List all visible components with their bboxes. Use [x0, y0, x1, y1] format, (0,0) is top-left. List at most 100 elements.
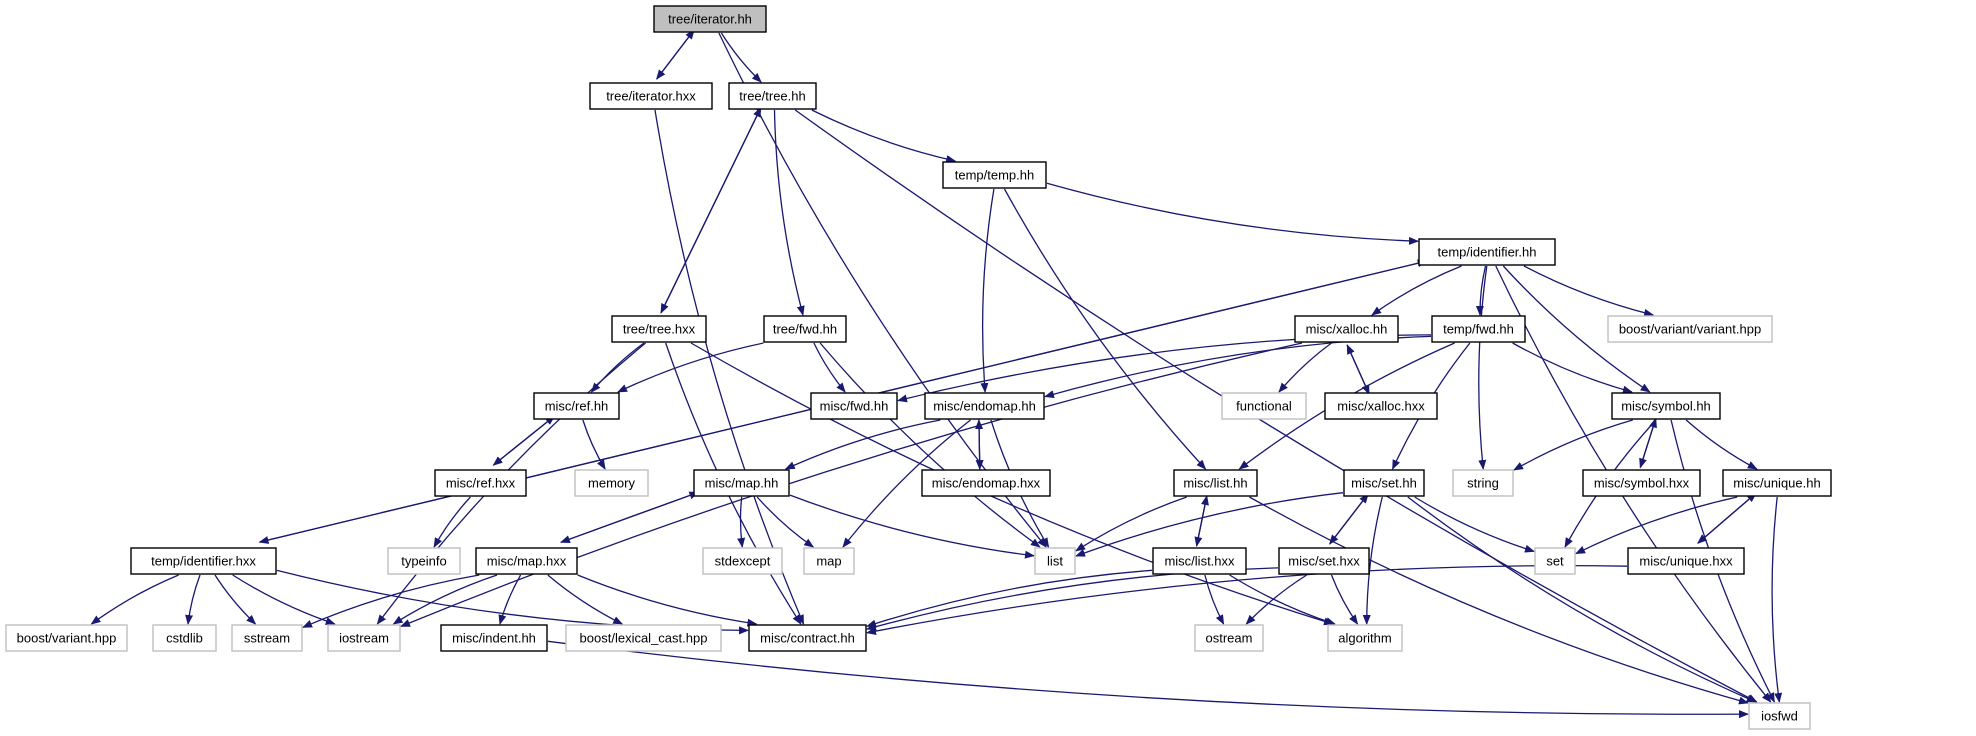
edge-misc_set_hh-to-iosfwd [1407, 496, 1757, 703]
node-label: misc/xalloc.hh [1306, 322, 1388, 337]
node-box [1278, 547, 1370, 575]
node-temp-identifier-hxx[interactable]: temp/identifier.hxx [130, 547, 277, 575]
node-box [1221, 392, 1307, 420]
edge-misc_map_hh-to-map [756, 496, 815, 548]
node-label: misc/endomap.hxx [932, 476, 1041, 491]
node-label: stdexcept [715, 554, 771, 569]
node-tree-tree-hxx[interactable]: tree/tree.hxx [611, 315, 707, 343]
node-box [1611, 392, 1721, 420]
node-misc-set-hh[interactable]: misc/set.hh [1343, 469, 1425, 497]
node-box [1607, 315, 1773, 343]
edge-misc_map_hxx-to-sstream [302, 574, 480, 628]
node-misc-list-hh[interactable]: misc/list.hh [1173, 469, 1258, 497]
node-misc-symbol-hxx[interactable]: misc/symbol.hxx [1582, 469, 1701, 497]
edge-temp_identifier_hh-to-misc_symbol_hh [1502, 265, 1651, 393]
node-box [1034, 547, 1076, 575]
node-label: iosfwd [1761, 709, 1798, 724]
node-temp-temp-hh[interactable]: temp/temp.hh [942, 161, 1047, 189]
node-label: string [1467, 476, 1499, 491]
node-label: misc/list.hh [1183, 476, 1247, 491]
node-label: misc/map.hxx [487, 554, 567, 569]
node-label: boost/variant.hpp [17, 631, 117, 646]
node-map: map [803, 547, 855, 575]
node-label: sstream [244, 631, 290, 646]
node-typeinfo: typeinfo [387, 547, 461, 575]
node-label: temp/fwd.hh [1443, 322, 1514, 337]
node-tree-fwd-hh[interactable]: tree/fwd.hh [763, 315, 847, 343]
node-boost-lexical-cast-hpp: boost/lexical_cast.hpp [565, 624, 722, 652]
edge-misc_set_hh-to-list [1075, 492, 1344, 557]
node-box [1722, 469, 1832, 497]
node-label: misc/set.hh [1351, 476, 1417, 491]
node-misc-xalloc-hxx[interactable]: misc/xalloc.hxx [1324, 392, 1438, 420]
edge-temp_fwd_hh-to-misc_endomap_hh [1044, 335, 1432, 399]
node-sstream: sstream [231, 624, 303, 652]
nodes-layer: tree/iterator.hh tree/iterator.hxx tree/tr… [5, 5, 1832, 730]
node-box [611, 315, 707, 343]
edge-misc_endomap_hh-to-misc_map_hh [784, 419, 941, 470]
edge-misc_endomap_hh-to-map [842, 419, 971, 548]
node-box [1294, 315, 1399, 343]
node-box [1194, 624, 1264, 652]
edge-temp_identifier_hh-to-temp_fwd_hh [1475, 265, 1487, 316]
node-misc-endomap-hxx[interactable]: misc/endomap.hxx [921, 469, 1051, 497]
edge-tree_tree_hh-to-iosfwd [794, 109, 1758, 703]
node-label: misc/ref.hh [545, 399, 609, 414]
node-misc-ref-hxx[interactable]: misc/ref.hxx [434, 469, 527, 497]
node-misc-unique-hxx[interactable]: misc/unique.hxx [1627, 547, 1745, 575]
node-label: misc/symbol.hxx [1594, 476, 1690, 491]
node-misc-list-hxx[interactable]: misc/list.hxx [1152, 547, 1247, 575]
edge-tree_tree_hxx-to-misc_ref_hh [590, 342, 645, 393]
node-box [231, 624, 303, 652]
node-tree-iterator-hxx[interactable]: tree/iterator.hxx [589, 82, 713, 110]
edge-misc_xalloc_hh-to-iostream [400, 342, 1303, 628]
node-box [1431, 315, 1526, 343]
node-misc-ref-hh[interactable]: misc/ref.hh [533, 392, 620, 420]
node-misc-endomap-hh[interactable]: misc/endomap.hh [924, 392, 1045, 420]
node-label: iostream [339, 631, 389, 646]
edge-tree_tree_hxx-to-algorithm [690, 342, 1334, 626]
node-label: tree/iterator.hxx [606, 89, 696, 104]
node-box [589, 82, 713, 110]
node-box [810, 392, 898, 420]
node-label: boost/lexical_cast.hpp [580, 631, 708, 646]
edge-tree_tree_hh-to-tree_fwd_hh [773, 109, 805, 316]
node-tree-tree-hh[interactable]: tree/tree.hh [728, 82, 817, 110]
node-misc-symbol-hh[interactable]: misc/symbol.hh [1611, 392, 1721, 420]
node-misc-indent-hh[interactable]: misc/indent.hh [440, 624, 548, 652]
node-misc-map-hxx[interactable]: misc/map.hxx [475, 547, 578, 575]
node-label: tree/iterator.hh [668, 12, 752, 27]
node-misc-map-hh[interactable]: misc/map.hh [693, 469, 790, 497]
node-box [152, 624, 217, 652]
node-box [702, 547, 783, 575]
edge-misc_list_hh-to-list [1075, 496, 1187, 552]
edge-temp_fwd_hh-to-misc_symbol_hh [1512, 342, 1633, 394]
node-temp-fwd-hh[interactable]: temp/fwd.hh [1431, 315, 1526, 343]
node-box [327, 624, 401, 652]
node-box [924, 392, 1045, 420]
edge-temp_identifier_hxx-to-boost_variant_hpp [90, 574, 179, 625]
edge-misc_set_hxx-to-misc_set_hh [1329, 493, 1369, 545]
node-label: tree/fwd.hh [773, 322, 837, 337]
node-misc-xalloc-hh[interactable]: misc/xalloc.hh [1294, 315, 1399, 343]
node-string: string [1452, 469, 1514, 497]
node-box [1582, 469, 1701, 497]
node-label: misc/ref.hxx [446, 476, 516, 491]
node-temp-identifier-hh[interactable]: temp/identifier.hh [1418, 238, 1556, 266]
node-misc-contract-hh[interactable]: misc/contract.hh [748, 624, 867, 652]
node-misc-unique-hh[interactable]: misc/unique.hh [1722, 469, 1832, 497]
node-label: temp/temp.hh [955, 168, 1035, 183]
edge-tree_iterator_hh-to-tree_tree_hh [720, 32, 762, 83]
node-box [387, 547, 461, 575]
node-label: misc/fwd.hh [820, 399, 889, 414]
node-misc-fwd-hh[interactable]: misc/fwd.hh [810, 392, 898, 420]
node-label: boost/variant/variant.hpp [1619, 322, 1761, 337]
edge-misc_map_hxx-to-iostream [392, 574, 498, 625]
edge-tree_tree_hxx-to-tree_tree_hh [660, 106, 762, 314]
node-misc-set-hxx[interactable]: misc/set.hxx [1278, 547, 1370, 575]
edge-misc_ref_hxx-to-misc_ref_hh [492, 415, 556, 466]
edge-misc_list_hxx-to-misc_list_hh [1195, 495, 1209, 547]
node-tree-iterator-hh[interactable]: tree/iterator.hh [653, 5, 767, 33]
node-box [1173, 469, 1258, 497]
node-algorithm: algorithm [1327, 624, 1403, 652]
